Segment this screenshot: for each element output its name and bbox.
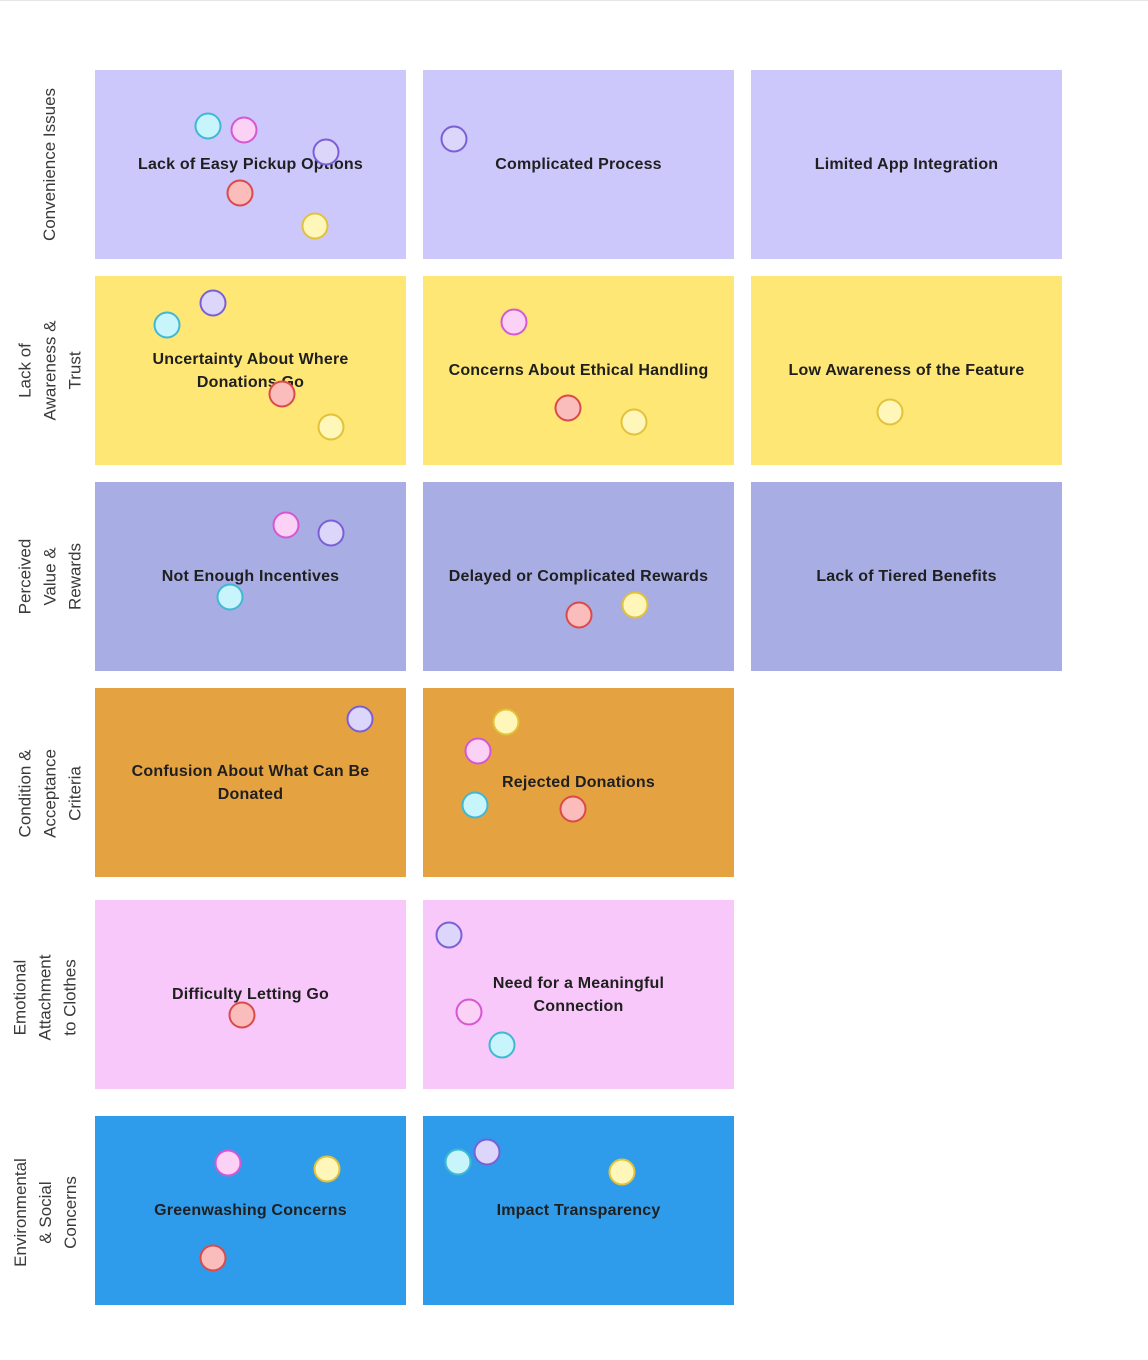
vote-dot-red[interactable] [199, 1244, 227, 1272]
vote-dot-yellow[interactable] [301, 212, 329, 240]
vote-dot-red[interactable] [228, 1001, 256, 1029]
row-label-environmental-social: Environmental & Social Concerns [0, 1110, 90, 1315]
vote-dot-yellow[interactable] [492, 708, 520, 736]
sticky-note[interactable]: Complicated Process [423, 70, 734, 259]
sticky-note-text: Lack of Tiered Benefits [816, 568, 997, 585]
vote-dot-purple[interactable] [317, 519, 345, 547]
sticky-note[interactable]: Lack of Easy Pickup Options [95, 70, 406, 259]
row-label-text: Environmental & Social Concerns [10, 1158, 80, 1267]
sticky-note-text: Need for a Meaningful Connection [492, 974, 665, 1015]
sticky-note[interactable]: Low Awareness of the Feature [751, 276, 1062, 465]
sticky-note[interactable]: Difficulty Letting Go [95, 900, 406, 1089]
sticky-note[interactable]: Delayed or Complicated Rewards [423, 482, 734, 671]
vote-dot-purple[interactable] [312, 138, 340, 166]
row-label-text: Perceived Value & Rewards [15, 538, 85, 615]
vote-dot-purple[interactable] [435, 921, 463, 949]
row-label-text: Condition & Acceptance Criteria [15, 748, 85, 838]
vote-dot-red[interactable] [559, 795, 587, 823]
sticky-note-text: Uncertainty About Where Donations Go [152, 350, 349, 391]
sticky-note-text: Delayed or Complicated Rewards [448, 568, 709, 585]
sticky-note-text: Greenwashing Concerns [154, 1202, 347, 1219]
sticky-note[interactable]: Uncertainty About Where Donations Go [95, 276, 406, 465]
vote-dot-purple[interactable] [346, 705, 374, 733]
sticky-note-text: Confusion About What Can Be Donated [131, 762, 370, 803]
row-label-text: Lack of Awareness & Trust [15, 320, 85, 421]
sticky-note-text: Not Enough Incentives [161, 568, 340, 585]
sticky-note-text: Limited App Integration [814, 156, 999, 173]
vote-dot-yellow[interactable] [608, 1158, 636, 1186]
vote-dot-red[interactable] [565, 601, 593, 629]
sticky-note[interactable]: Need for a Meaningful Connection [423, 900, 734, 1089]
sticky-note[interactable]: Limited App Integration [751, 70, 1062, 259]
sticky-note-text: Difficulty Letting Go [171, 986, 330, 1003]
sticky-note[interactable]: Impact Transparency [423, 1116, 734, 1305]
vote-dot-purple[interactable] [440, 125, 468, 153]
vote-dot-red[interactable] [554, 394, 582, 422]
row-label-text: Emotional Attachment to Clothes [10, 954, 80, 1041]
vote-dot-yellow[interactable] [620, 408, 648, 436]
vote-dot-pink[interactable] [230, 116, 258, 144]
vote-dot-cyan[interactable] [153, 311, 181, 339]
sticky-note-text: Low Awareness of the Feature [788, 362, 1025, 379]
row-label-convenience: Convenience Issues [0, 70, 100, 259]
vote-dot-pink[interactable] [214, 1149, 242, 1177]
sticky-note[interactable]: Not Enough Incentives [95, 482, 406, 671]
vote-dot-cyan[interactable] [194, 112, 222, 140]
vote-dot-yellow[interactable] [317, 413, 345, 441]
vote-dot-cyan[interactable] [216, 583, 244, 611]
vote-dot-pink[interactable] [500, 308, 528, 336]
vote-dot-yellow[interactable] [876, 398, 904, 426]
vote-dot-pink[interactable] [272, 511, 300, 539]
top-border [0, 0, 1148, 1]
vote-dot-purple[interactable] [199, 289, 227, 317]
row-label-awareness-trust: Lack of Awareness & Trust [0, 276, 100, 465]
row-label-condition-criteria: Condition & Acceptance Criteria [0, 688, 100, 898]
sticky-note-text: Complicated Process [495, 156, 662, 173]
row-label-emotional-attachment: Emotional Attachment to Clothes [0, 900, 90, 1095]
vote-dot-cyan[interactable] [488, 1031, 516, 1059]
sticky-note-text: Lack of Easy Pickup Options [137, 156, 364, 173]
sticky-note-text: Concerns About Ethical Handling [448, 362, 709, 379]
row-label-value-rewards: Perceived Value & Rewards [0, 482, 100, 671]
vote-dot-red[interactable] [226, 179, 254, 207]
sticky-note-text: Impact Transparency [496, 1202, 661, 1219]
sticky-note[interactable]: Greenwashing Concerns [95, 1116, 406, 1305]
sticky-note[interactable]: Concerns About Ethical Handling [423, 276, 734, 465]
row-label-text: Convenience Issues [40, 87, 60, 242]
sticky-note[interactable]: Rejected Donations [423, 688, 734, 877]
vote-dot-purple[interactable] [473, 1138, 501, 1166]
vote-dot-pink[interactable] [455, 998, 483, 1026]
vote-dot-yellow[interactable] [621, 591, 649, 619]
vote-dot-cyan[interactable] [444, 1148, 472, 1176]
vote-dot-pink[interactable] [464, 737, 492, 765]
vote-dot-cyan[interactable] [461, 791, 489, 819]
vote-dot-yellow[interactable] [313, 1155, 341, 1183]
vote-dot-red[interactable] [268, 380, 296, 408]
sticky-note[interactable]: Lack of Tiered Benefits [751, 482, 1062, 671]
sticky-note-text: Rejected Donations [502, 774, 655, 791]
